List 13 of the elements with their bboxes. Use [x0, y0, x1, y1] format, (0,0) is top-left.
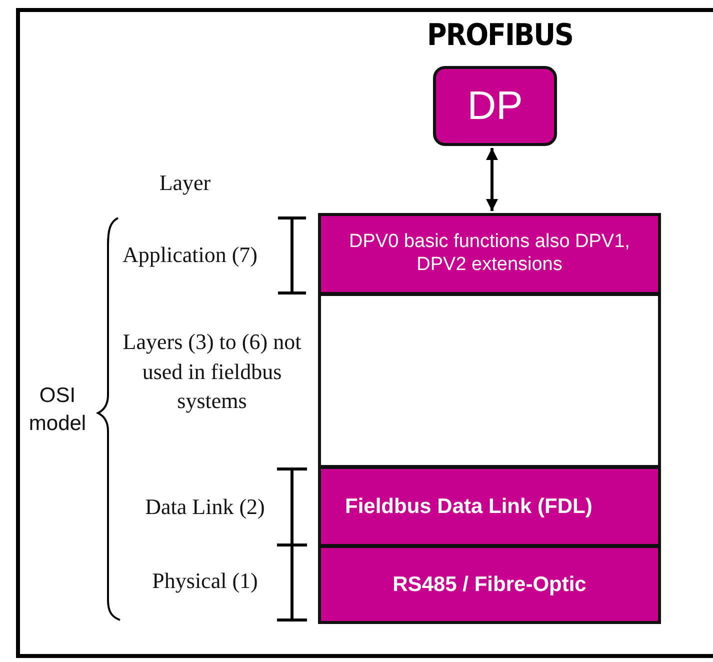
layer-label: OSI model: [28, 383, 88, 438]
layer-box: DPV0 basic functions also DPV1, DPV2 extensions: [318, 213, 661, 295]
arrow: [486, 148, 498, 211]
layer-box: RS485 / Fibre-Optic: [318, 545, 661, 624]
layer-label: Data Link (2): [144, 493, 266, 521]
layer-label: Layer: [158, 169, 212, 197]
diagram-title: PROFIBUS: [426, 18, 574, 53]
protocol-box: DP: [433, 66, 557, 146]
layer-label: Application (7): [121, 241, 259, 269]
layer-label: Layers (3) to (6) not used in fieldbus systems: [122, 328, 302, 416]
empty-layer-box: [318, 293, 661, 468]
layer-box: Fieldbus Data Link (FDL): [318, 466, 661, 547]
layer-label: Physical (1): [151, 567, 259, 595]
